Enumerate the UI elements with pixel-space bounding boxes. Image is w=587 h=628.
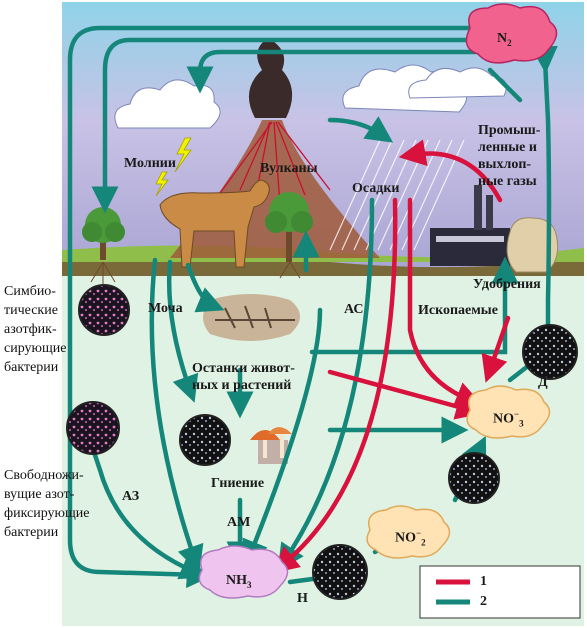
nh3-label: NH3 xyxy=(226,573,252,590)
ac-label: АС xyxy=(344,302,364,317)
nh3-cloud xyxy=(198,545,289,599)
d-label: Д xyxy=(538,375,548,390)
decay-bacteria-icon xyxy=(179,414,231,466)
am-label: АМ xyxy=(227,515,251,530)
freeliving-bacteria-label: Свободножи- вущие азот- фиксирующие бакт… xyxy=(4,468,90,540)
urine-label: Моча xyxy=(148,301,183,316)
n-label: Н xyxy=(297,591,308,606)
precipitation-label: Осадки xyxy=(352,181,400,196)
animal-plant-remains xyxy=(203,294,300,341)
fertilizers-label: Удобрения xyxy=(473,277,541,292)
n2-cloud xyxy=(465,3,558,64)
no3-label: NO−3 xyxy=(493,409,524,429)
legend-label-2: 2 xyxy=(480,594,487,609)
freeliving-bacteria-icon xyxy=(66,401,120,455)
lightning-label: Молнии xyxy=(124,156,176,171)
legend-label-1: 1 xyxy=(480,574,487,589)
volcano-lava xyxy=(214,121,331,206)
lightning-bolts xyxy=(155,137,192,197)
n2-label: N2 xyxy=(497,31,512,48)
volcanoes-label: Вулканы xyxy=(260,161,318,176)
mushrooms xyxy=(250,427,292,464)
tree-left xyxy=(82,207,125,260)
tree-center xyxy=(265,192,313,262)
no3-cloud xyxy=(466,385,551,439)
roots xyxy=(90,261,301,284)
no2-label: NO−2 xyxy=(395,528,426,548)
factory xyxy=(430,185,510,266)
volcano-smoke xyxy=(248,38,293,118)
legend-box xyxy=(419,565,581,619)
rain-lines xyxy=(329,139,465,251)
red-arrows xyxy=(271,139,511,574)
remains-label: Останки живот- ных и растений xyxy=(192,361,295,393)
no2-cloud xyxy=(366,505,451,559)
denitrifying-bacteria-icon xyxy=(522,324,578,380)
nitrifying-bacteria-icon-2 xyxy=(448,452,500,504)
nitrifying-bacteria-icon-1 xyxy=(312,544,368,600)
teal-arrows xyxy=(67,25,558,589)
goat xyxy=(159,179,270,268)
symbiotic-bacteria-label: Симбио- тические азотфик- сирующие бакте… xyxy=(4,284,67,375)
decay-label: Гниение xyxy=(211,476,265,491)
symbiotic-bacteria-icon xyxy=(78,284,130,336)
industrial-gases-label: Промыш- ленные и выхлоп- ные газы xyxy=(478,123,541,189)
cloud-center xyxy=(342,64,507,113)
az-label: АЗ xyxy=(122,489,140,504)
fossils-label: Ископаемые xyxy=(418,303,498,318)
